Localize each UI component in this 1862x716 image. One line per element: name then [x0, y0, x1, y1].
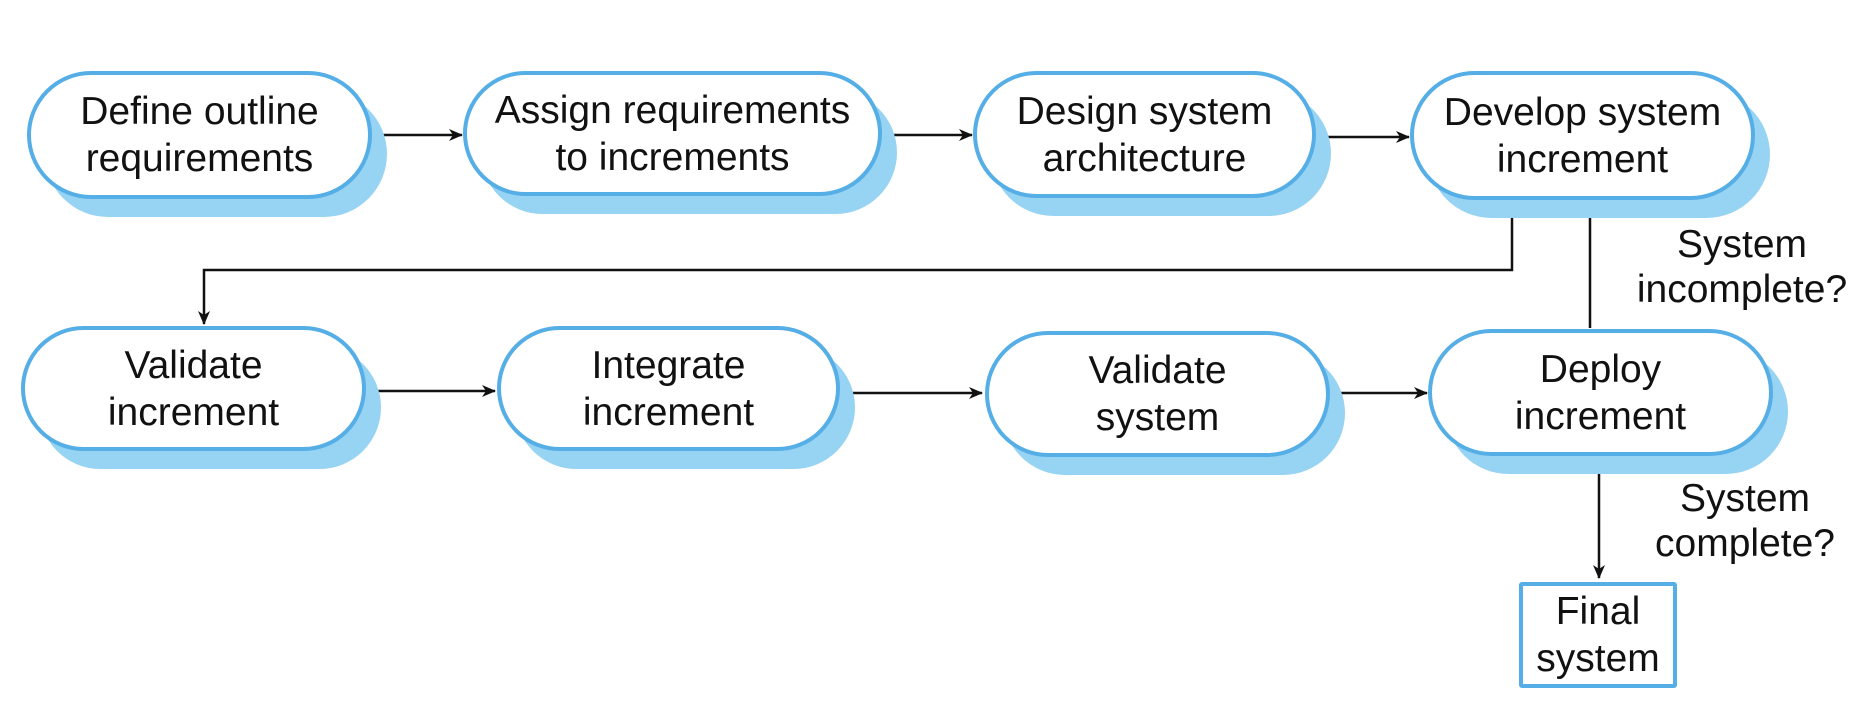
node-box: Assign requirements to increments — [463, 71, 882, 196]
node-box: Integrate increment — [497, 326, 840, 451]
node-box: Validate system — [985, 331, 1330, 457]
node-box: Validate increment — [21, 326, 366, 451]
node-validate-system: Validate system — [985, 331, 1345, 475]
node-integrate-increment: Integrate increment — [497, 326, 855, 469]
condition-system-incomplete: System incomplete? — [1636, 223, 1848, 311]
node-box: Design system architecture — [973, 71, 1316, 198]
node-assign-requirements: Assign requirements to increments — [463, 71, 897, 214]
node-label: Design system architecture — [1016, 89, 1273, 180]
node-label: Final system — [1536, 590, 1660, 680]
node-label: Develop system increment — [1443, 90, 1722, 181]
node-define-outline-requirements: Define outline requirements — [27, 71, 387, 217]
node-label: Integrate increment — [582, 343, 755, 434]
condition-system-complete: System complete? — [1655, 477, 1835, 565]
node-box: Develop system increment — [1410, 71, 1755, 200]
node-label: Deploy increment — [1514, 347, 1687, 438]
node-box: Deploy increment — [1428, 329, 1773, 456]
node-label: Define outline requirements — [80, 90, 319, 180]
node-label: Validate system — [1088, 349, 1227, 439]
node-validate-increment: Validate increment — [21, 326, 381, 469]
node-final-system: Final system — [1519, 582, 1677, 688]
node-label: Assign requirements to increments — [494, 88, 851, 179]
node-develop-system-increment: Develop system increment — [1410, 71, 1770, 218]
node-deploy-increment: Deploy increment — [1428, 329, 1788, 474]
node-label: Validate increment — [107, 343, 280, 434]
node-box: Define outline requirements — [27, 71, 372, 199]
node-design-system-architecture: Design system architecture — [973, 71, 1331, 216]
arrow-develop-to-validate-increment — [198, 198, 1514, 325]
